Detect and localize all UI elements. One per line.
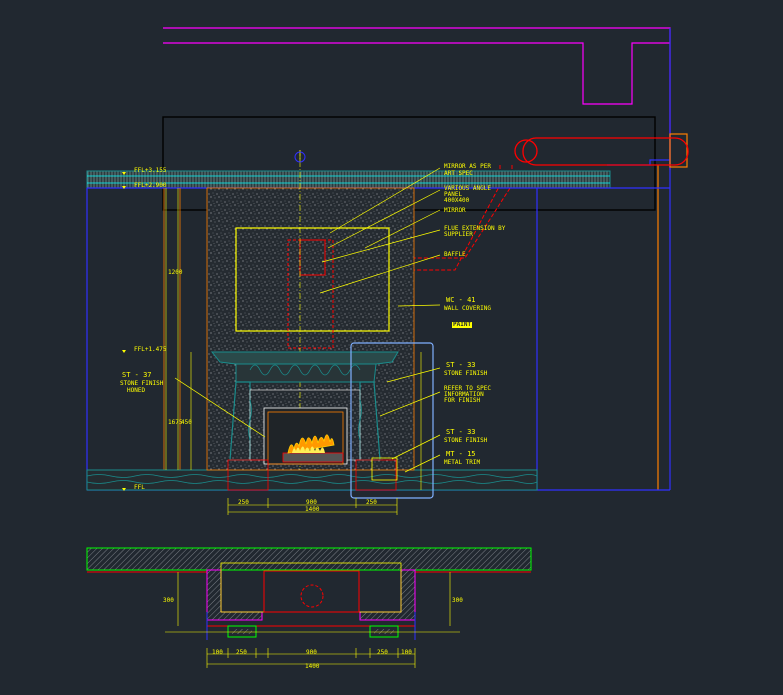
note-panel: VARIOUS ANGLE bbox=[444, 185, 491, 192]
level-label-1: FFL+3.155 bbox=[134, 167, 167, 174]
tag-wc-sub: WALL COVERING bbox=[444, 305, 491, 312]
dim-plan-total: 1400 bbox=[305, 663, 320, 670]
note-flue: FLUE EXTENSION BY bbox=[444, 225, 506, 232]
dim-plan-a-right: 100 bbox=[401, 649, 412, 656]
tag-wc: WC - 41 bbox=[446, 296, 476, 304]
note-panel-3: 400X400 bbox=[444, 197, 470, 204]
dim-total: 1400 bbox=[305, 506, 320, 513]
dim-plan-a-left: 100 bbox=[212, 649, 223, 656]
tag-st37: ST - 37 bbox=[122, 371, 152, 379]
tag-mt-sub: METAL TRIM bbox=[444, 459, 481, 466]
plan-dimensions bbox=[165, 572, 460, 668]
level-label-4: FFL bbox=[134, 484, 145, 491]
tag-st37-sub: STONE FINISH bbox=[120, 380, 164, 387]
tag-st33a: ST - 33 bbox=[446, 361, 476, 369]
callout-boxes bbox=[350, 342, 434, 499]
dim-plan-side-left: 250 bbox=[236, 649, 247, 656]
tag-wc-box: PAINT bbox=[452, 321, 473, 328]
note-mirror-2: ART SPEC bbox=[444, 170, 473, 177]
level-markers bbox=[122, 151, 306, 491]
floor-band bbox=[86, 469, 538, 491]
fire-flames bbox=[282, 434, 344, 463]
ceiling-band bbox=[86, 170, 670, 189]
dim-h2: 1675 bbox=[168, 419, 183, 426]
note-mirror: MIRROR AS PER bbox=[444, 163, 491, 170]
note-refer-2: INFORMATION bbox=[444, 391, 484, 398]
dim-side-left: 250 bbox=[238, 499, 249, 506]
note-baffle: BAFFLE bbox=[444, 251, 466, 258]
dim-h3: 450 bbox=[181, 419, 192, 426]
plan-view bbox=[86, 547, 532, 640]
dim-plan-depth-left: 300 bbox=[163, 597, 174, 604]
note-refer: REFER TO SPEC bbox=[444, 385, 491, 392]
leader-lines bbox=[174, 150, 441, 473]
dim-plan-depth-right: 300 bbox=[452, 597, 463, 604]
tag-st37-box: HONED bbox=[127, 387, 146, 394]
tag-st33a-sub: STONE FINISH bbox=[444, 370, 488, 377]
note-refer-3: FOR FINISH bbox=[444, 397, 481, 404]
dim-plan-side-right: 250 bbox=[377, 649, 388, 656]
dim-side-right: 250 bbox=[366, 499, 377, 506]
tag-st33b-sub: STONE FINISH bbox=[444, 437, 488, 444]
dim-h1: 1200 bbox=[168, 269, 183, 276]
tag-mt: MT - 15 bbox=[446, 450, 476, 458]
level-label-2: FFL+2.900 bbox=[134, 182, 167, 189]
elevation-dimensions bbox=[165, 188, 422, 515]
note-mirror-3: MIRROR bbox=[444, 207, 466, 214]
level-label-3: FFL+1.475 bbox=[134, 346, 167, 353]
note-flue-2: SUPPLIER bbox=[444, 231, 473, 238]
dim-opening: 900 bbox=[306, 499, 317, 506]
note-panel-2: PANEL bbox=[444, 191, 463, 198]
tag-st33b: ST - 33 bbox=[446, 428, 476, 436]
dim-plan-mid: 900 bbox=[306, 649, 317, 656]
